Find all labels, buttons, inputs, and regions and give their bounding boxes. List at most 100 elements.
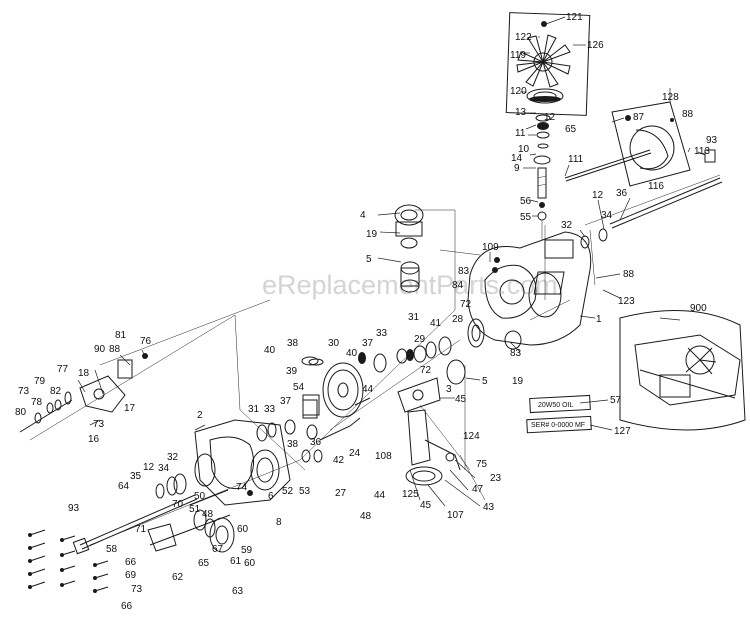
part-label: 61	[230, 556, 242, 567]
part-label: 48	[202, 509, 214, 520]
part-label: 12	[592, 190, 604, 201]
part-label: 74	[236, 482, 248, 493]
part-label: 900	[690, 303, 707, 314]
shaft-guide-lines	[29, 174, 721, 546]
watermark-text: eReplacementParts.com	[262, 270, 558, 300]
part-label: 90	[94, 344, 106, 355]
part-label: 67	[212, 544, 224, 555]
part-label: 23	[490, 473, 502, 484]
part-number-labels: 121 122 126 119 120 13 12 11 10 14 9 56 …	[15, 12, 718, 612]
middle-small-parts	[256, 358, 371, 463]
part-label: 36	[616, 188, 628, 199]
part-label: 88	[109, 344, 121, 355]
part-label: 88	[623, 269, 635, 280]
part-label: 60	[237, 524, 249, 535]
part-label: 44	[374, 490, 386, 501]
part-label: 69	[125, 570, 137, 581]
part-label: 108	[375, 451, 392, 462]
part-label: 44	[362, 384, 374, 395]
part-label: 72	[460, 299, 472, 310]
ring-gear	[301, 352, 387, 418]
part-label: 93	[706, 135, 718, 146]
decal-serial: SER# 0-0000 MF	[526, 415, 592, 434]
part-label: 19	[512, 376, 524, 387]
part-label: 5	[366, 254, 372, 265]
part-label: 52	[282, 486, 294, 497]
part-label: 62	[172, 572, 184, 583]
part-label: 51	[189, 504, 201, 515]
part-label: 14	[511, 153, 523, 164]
part-label: 31	[248, 404, 260, 415]
part-label: 128	[662, 92, 679, 103]
part-label: 79	[34, 376, 46, 387]
part-label: 65	[565, 124, 577, 135]
part-label: 45	[455, 394, 467, 405]
part-label: 88	[682, 109, 694, 120]
part-label: 120	[510, 86, 527, 97]
part-label: 64	[118, 481, 130, 492]
part-label: 59	[241, 545, 253, 556]
part-label: 93	[68, 503, 80, 514]
part-label: 41	[430, 318, 442, 329]
part-label: 29	[414, 334, 426, 345]
part-label: 126	[587, 40, 604, 51]
part-label: 48	[360, 511, 372, 522]
part-label: 4	[360, 210, 366, 221]
part-label: 82	[50, 386, 62, 397]
left-transaxle-housing	[194, 419, 291, 506]
cover-detail-box	[611, 101, 716, 187]
part-label: 37	[280, 396, 292, 407]
part-label: 78	[31, 397, 43, 408]
part-label: 72	[420, 365, 432, 376]
part-label: 31	[408, 312, 420, 323]
bolt-cluster	[28, 529, 109, 593]
part-label: 37	[362, 338, 374, 349]
part-label: 40	[264, 345, 276, 356]
part-label: 27	[335, 488, 347, 499]
part-label: 38	[287, 338, 299, 349]
part-label: 54	[293, 382, 305, 393]
part-label: 111	[568, 154, 584, 165]
part-label: 125	[402, 489, 419, 500]
top-gear-assembly	[394, 204, 424, 293]
part-label: 42	[333, 455, 345, 466]
part-label: 10	[518, 144, 530, 155]
part-label: 30	[328, 338, 340, 349]
part-label: 6	[268, 491, 274, 502]
main-transaxle-case	[467, 231, 592, 350]
fan-assembly	[505, 12, 591, 116]
part-label: 34	[601, 210, 613, 221]
part-label: 50	[194, 491, 206, 502]
part-label: 66	[125, 557, 137, 568]
part-label: 5	[482, 376, 488, 387]
left-bellcrank-group	[19, 353, 148, 433]
part-label: 63	[232, 586, 244, 597]
part-label: 58	[106, 544, 118, 555]
part-label: 40	[346, 348, 358, 359]
part-label: 18	[78, 368, 90, 379]
part-label: 11	[515, 128, 526, 139]
part-label: 66	[121, 601, 133, 612]
part-label: 57	[610, 395, 622, 406]
part-label: 16	[88, 434, 100, 445]
leader-lines	[77, 16, 706, 507]
part-label: 19	[366, 229, 378, 240]
part-label: 124	[463, 431, 480, 442]
part-label: 83	[458, 266, 470, 277]
part-label: 87	[633, 112, 645, 123]
part-label: 65	[198, 558, 210, 569]
part-label: 83	[510, 348, 522, 359]
part-label: 73	[131, 584, 143, 595]
part-label: 75	[476, 459, 488, 470]
part-label: 113	[694, 146, 710, 157]
inset-assembly-900	[619, 309, 746, 431]
decal-oil-text: 20W50 OIL	[538, 402, 574, 409]
part-label: 122	[515, 32, 532, 43]
part-label: 8	[276, 517, 282, 528]
decal-serial-text: SER# 0-0000 MF	[531, 422, 585, 429]
part-label: 77	[57, 364, 69, 375]
part-label: 24	[349, 448, 361, 459]
part-label: 119	[510, 50, 526, 61]
part-label: 127	[614, 426, 631, 437]
